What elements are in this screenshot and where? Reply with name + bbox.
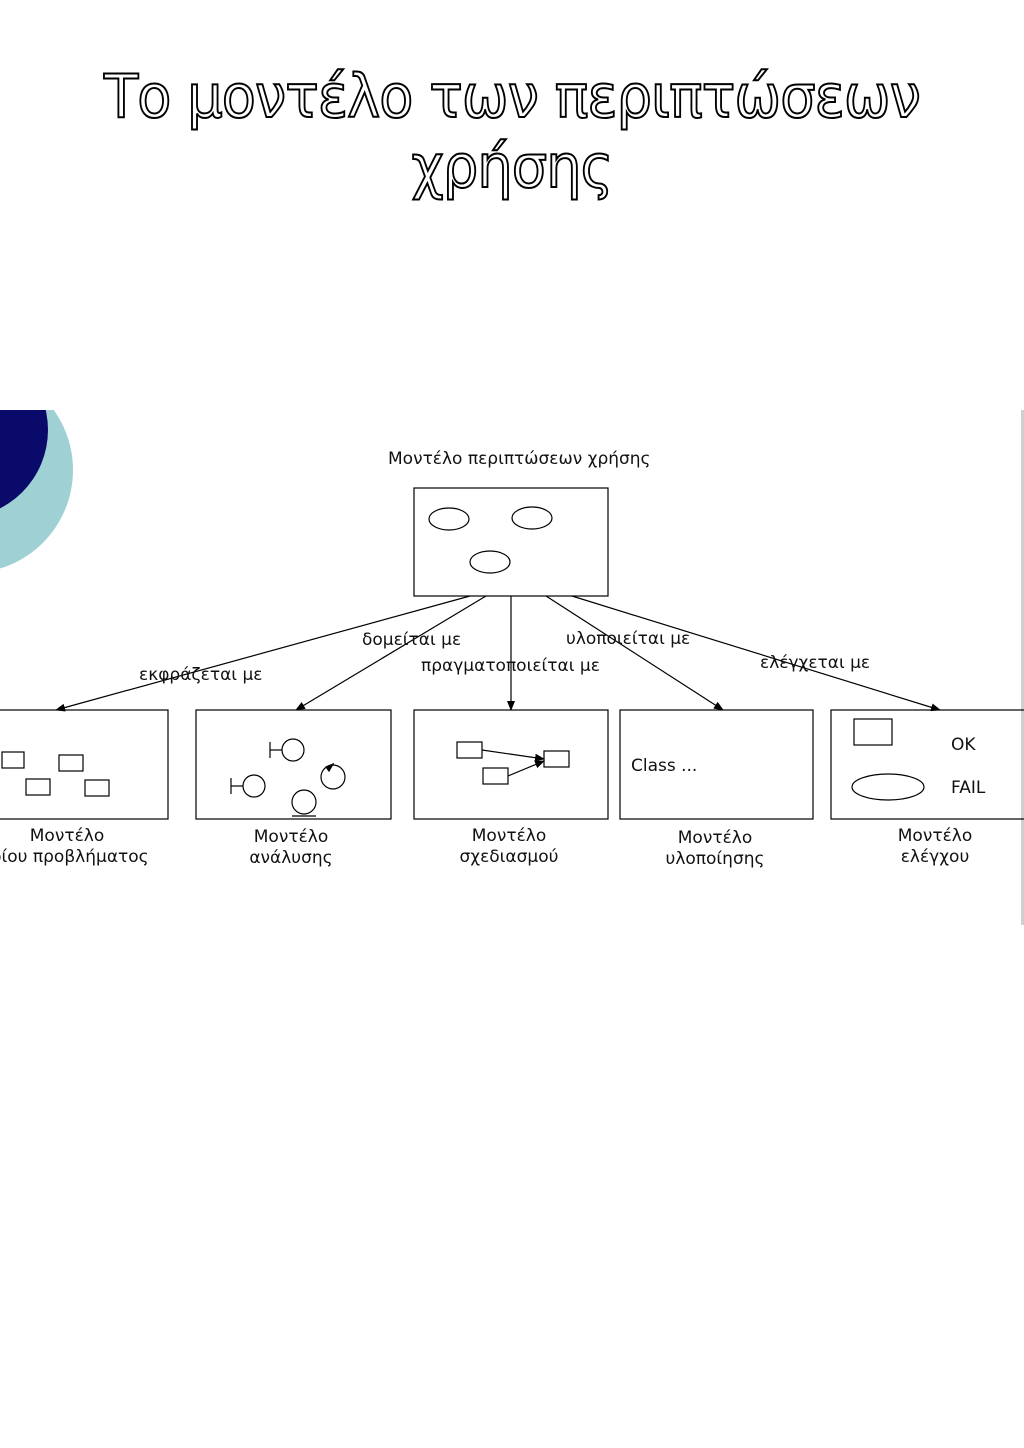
relation-expressed-label: εκφράζεται με [139,665,263,685]
arrow-implemented [545,595,724,711]
dependency-arrow [481,749,545,762]
relation-structured-label: δομείται με [362,630,462,650]
class-rect-icon [456,741,483,759]
analysis-model-box [195,709,392,820]
caption-line: Μοντέλο [29,826,105,846]
implementation-class-text: Class ... [631,756,698,776]
relation-realized-label: πραγματοποιείται με [421,656,600,676]
entity-object-icon [291,789,317,817]
domain-model-caption: Μοντέλο ιδίου προβλήματος [0,826,162,869]
relation-tested-label: ελέγχεται με [760,653,871,673]
use-case-model-label: Μοντέλο περιπτώσεων χρήσης [388,449,651,469]
caption-line: Μοντέλο [897,826,973,846]
test-rect-icon [853,718,893,746]
use-case-ellipse [469,550,511,574]
caption-line: ιδίου προβλήματος [0,847,149,868]
test-model-caption: Μοντέλο ελέγχου [840,826,1024,869]
relation-implemented-label: υλοποιείται με [566,629,691,649]
caption-line: σχεδιασμού [459,847,559,868]
caption-line: Μοντέλο [677,828,753,848]
class-rect-icon [482,767,509,785]
class-rect-icon [1,751,25,769]
design-model-caption: Μοντέλο σχεδιασμού [414,826,604,869]
design-model-box [413,709,609,820]
right-edge-line [1021,410,1024,925]
test-ellipse-icon [851,773,925,801]
implementation-model-box [619,709,814,820]
arrow-expressed [55,595,471,712]
caption-line: ανάλυσης [249,848,333,869]
decorative-circles [0,410,73,569]
boundary-object-icon [230,774,266,798]
use-case-model-diagram: Μοντέλο περιπτώσεων χρήσης εκφράζεται με… [0,440,1024,900]
implementation-model-caption: Μοντέλο υλοποίησης [620,828,810,871]
caption-line: ελέγχου [900,847,970,868]
test-ok-text: OK [951,735,976,755]
test-fail-text: FAIL [951,778,986,798]
caption-line: Μοντέλο [253,827,329,847]
class-rect-icon [84,779,110,797]
caption-line: Μοντέλο [471,826,547,846]
arrow-structured [295,595,487,711]
arrow-tested [571,595,941,712]
class-rect-icon [58,754,84,772]
class-rect-icon [543,750,570,768]
domain-model-box [0,709,169,820]
class-rect-icon [25,778,51,796]
page-title: Το μοντέλο των περιπτώσεων χρήσης [103,61,922,203]
caption-line: υλοποίησης [665,849,765,870]
use-case-ellipse [511,506,553,530]
control-object-icon [320,762,346,790]
navy-arc [0,410,48,509]
dependency-arrow [507,760,545,777]
use-case-ellipse [428,507,470,531]
boundary-object-icon [269,738,305,762]
test-model-box [830,709,1024,820]
use-case-model-box [413,487,609,597]
diagram-shapes [0,487,1024,820]
analysis-model-caption: Μοντέλο ανάλυσης [196,827,386,870]
